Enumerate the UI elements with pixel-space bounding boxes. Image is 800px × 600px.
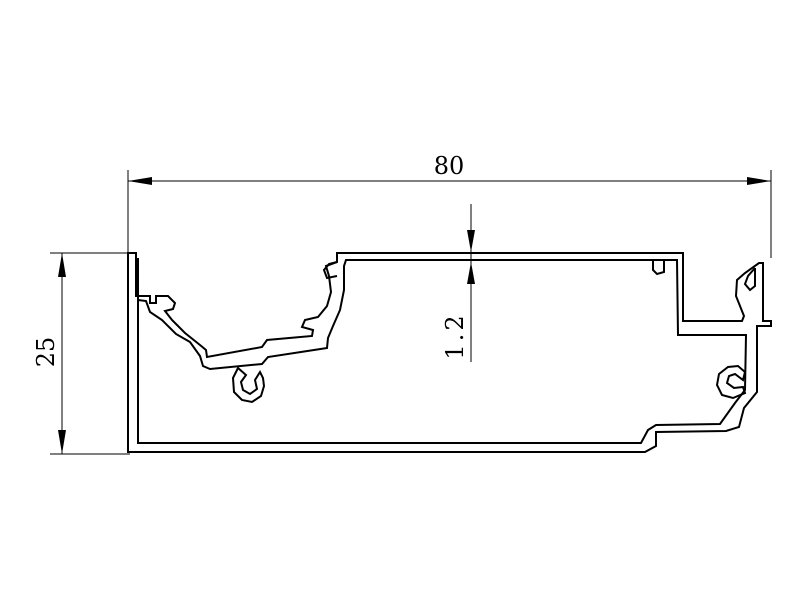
thickness-dimension: 1.2: [441, 204, 475, 362]
top-groove-right: [652, 260, 665, 276]
screw-boss-left: [231, 366, 266, 404]
width-arrow-right: [747, 177, 771, 185]
screw-boss-right: [715, 364, 747, 400]
width-dimension: 80: [127, 152, 772, 258]
height-arrow-bottom: [58, 430, 66, 454]
profile-outer-contour: [127, 252, 772, 453]
thickness-arrow-top: [467, 230, 475, 252]
top-groove-left: [322, 261, 338, 280]
profile-inner-contour: [137, 258, 748, 444]
aluminium-profile-section: [127, 252, 772, 453]
height-arrow-top: [58, 253, 66, 277]
height-dimension: 25: [32, 252, 130, 455]
thickness-dimension-label: 1.2: [441, 312, 469, 359]
right-hook-lip: [743, 267, 756, 292]
width-dimension-label: 80: [434, 152, 465, 180]
height-dimension-label: 25: [32, 337, 60, 368]
width-arrow-left: [128, 177, 152, 185]
thickness-arrow-bottom: [467, 262, 475, 284]
